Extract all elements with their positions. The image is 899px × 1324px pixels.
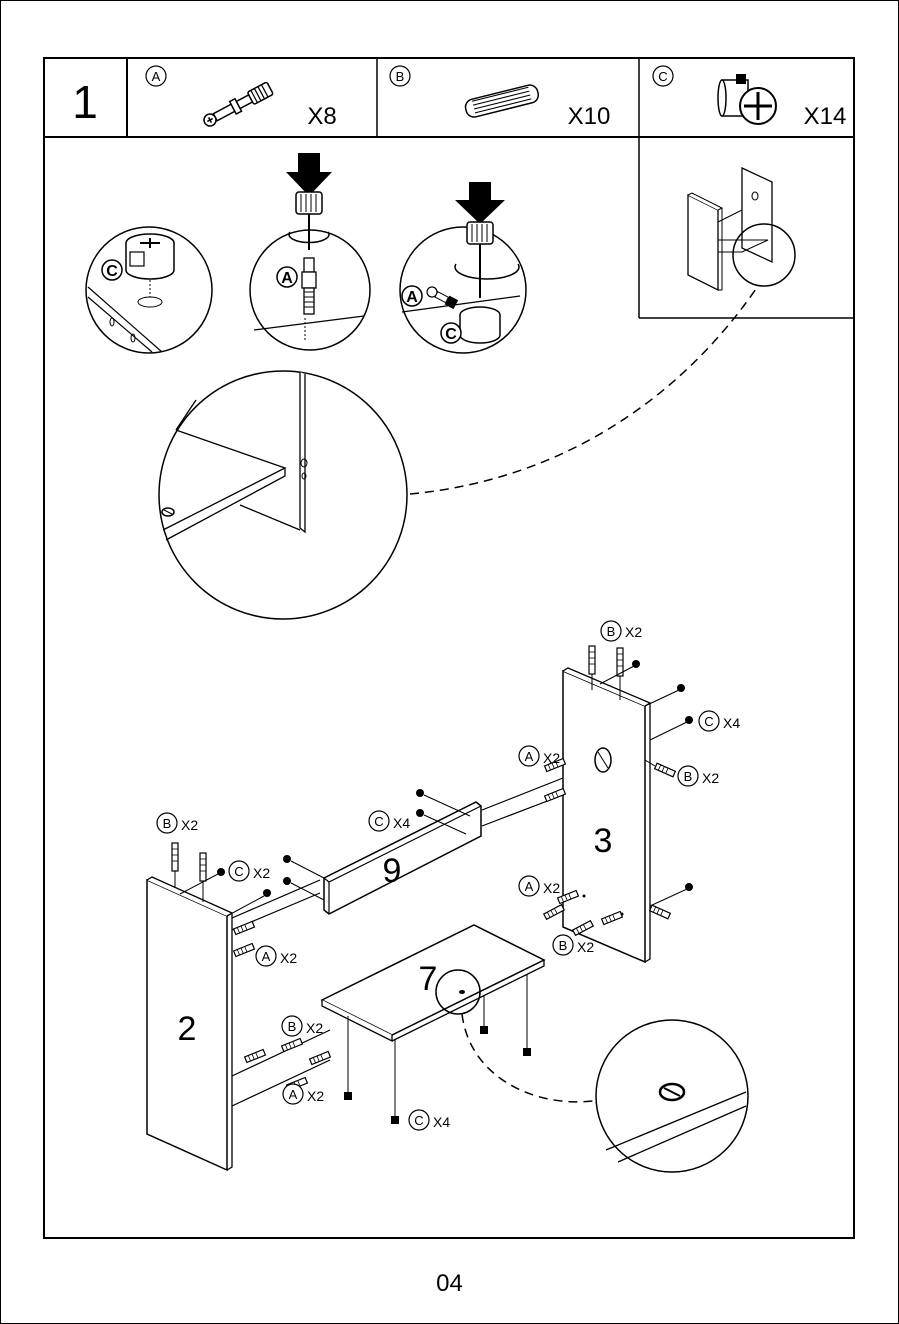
panel-3-label: 3	[594, 822, 613, 860]
panel-9-label: 9	[383, 852, 402, 890]
part-c-qty: X14	[804, 103, 847, 130]
callout-13-qty: X4	[433, 1114, 450, 1130]
detail-label-a-2: A	[406, 289, 418, 306]
callout-8-letter: C	[374, 814, 383, 829]
panel-7: 7	[322, 925, 544, 1124]
part-a-letter: A	[152, 69, 161, 84]
step-number: 1	[72, 76, 98, 128]
callout-7: B X2	[157, 813, 198, 833]
callout-4-letter: B	[684, 769, 693, 784]
overview-sketch	[688, 168, 795, 290]
callout-5-qty: X2	[543, 880, 560, 896]
callout-5-letter: A	[525, 879, 534, 894]
callout-8: C X4	[369, 811, 410, 831]
callout-1: B X2	[601, 621, 642, 641]
callout-1-letter: B	[607, 624, 616, 639]
wood-dowel-icon	[464, 83, 540, 118]
callout-11-qty: X2	[306, 1020, 323, 1036]
callout-3-letter: A	[525, 749, 534, 764]
callout-12-letter: A	[289, 1087, 298, 1102]
callout-4: B X2	[678, 766, 719, 786]
page-number: 04	[0, 1270, 899, 1298]
part-b-qty: X10	[568, 103, 611, 130]
callout-3-qty: X2	[543, 750, 560, 766]
callout-6-letter: B	[559, 938, 568, 953]
callout-11: B X2	[282, 1016, 323, 1036]
callout-2: C X4	[699, 711, 740, 731]
detail-cam-tighten: A C	[400, 182, 526, 353]
callout-10-qty: X2	[280, 950, 297, 966]
part-c-letter: C	[658, 69, 667, 84]
callout-10: A X2	[256, 946, 297, 966]
callout-9: C X2	[229, 861, 270, 881]
cam-lock-icon	[126, 234, 174, 279]
part-c: C X14	[653, 66, 846, 130]
detail-label-c-2: C	[445, 326, 457, 343]
callout-13-letter: C	[414, 1113, 423, 1128]
detail-bolt-insert: A	[250, 153, 370, 350]
panel-7-label: 7	[419, 960, 438, 998]
callout-12: A X2	[283, 1084, 324, 1104]
detail-label-a: A	[281, 270, 293, 287]
part-a-qty: X8	[307, 103, 336, 130]
callout-8-qty: X4	[393, 815, 410, 831]
panel-2-label: 2	[178, 1010, 197, 1048]
callout-12-qty: X2	[307, 1088, 324, 1104]
callout-1-qty: X2	[625, 624, 642, 640]
callout-2-letter: C	[704, 714, 713, 729]
cam-lock-icon	[718, 74, 776, 124]
part-b: B X10	[390, 66, 610, 130]
panel-2: 2	[147, 877, 232, 1170]
detail-label-c: C	[106, 263, 118, 280]
callout-9-letter: C	[234, 864, 243, 879]
callout-3: A X2	[519, 746, 560, 766]
callout-7-letter: B	[163, 816, 172, 831]
callout-11-letter: B	[288, 1019, 297, 1034]
detail-zoom-shelf	[159, 371, 407, 619]
callout-2-qty: X4	[723, 715, 740, 731]
part-b-letter: B	[396, 69, 405, 84]
callout-9-qty: X2	[253, 865, 270, 881]
detail-zoom-cam	[596, 1020, 748, 1172]
callout-6-qty: X2	[577, 939, 594, 955]
callout-10-letter: A	[262, 949, 271, 964]
callout-5: A X2	[519, 876, 560, 896]
part-a: A X8	[146, 66, 337, 130]
detail-cam-insert: C	[86, 227, 212, 353]
callout-13: C X4	[409, 1110, 450, 1130]
callout-7-qty: X2	[181, 817, 198, 833]
callout-4-qty: X2	[702, 770, 719, 786]
cam-bolt-icon	[201, 82, 273, 129]
